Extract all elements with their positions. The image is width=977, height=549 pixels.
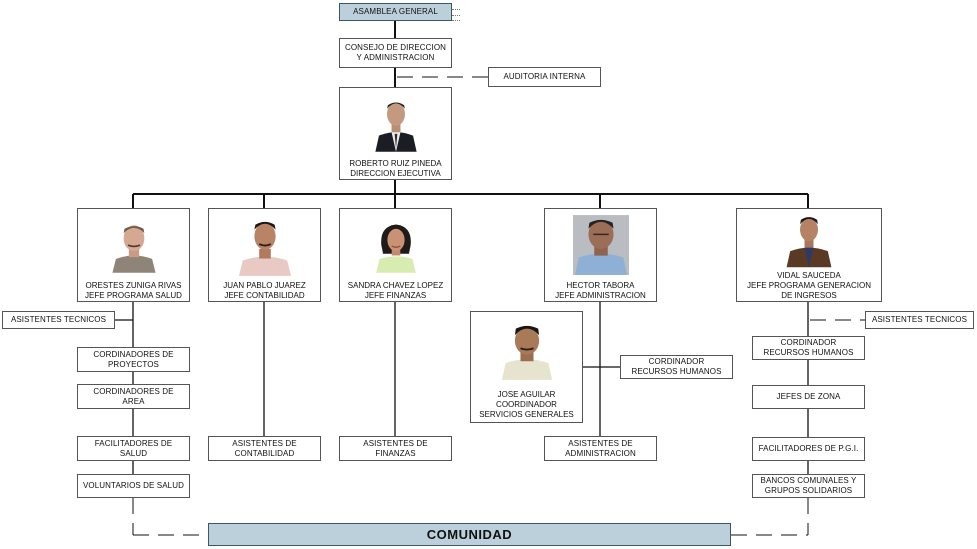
head-card-salud: ORESTES ZUNIGA RIVAS JEFE PROGRAMA SALUD	[77, 208, 190, 302]
dotted-marker	[452, 20, 460, 21]
head-title-contabilidad: JEFE CONTABILIDAD	[224, 291, 305, 300]
coordinador-title: COORDINADOR	[496, 400, 557, 409]
head-photo-salud	[108, 219, 159, 273]
head-name-administracion: HECTOR TABORA	[566, 281, 635, 290]
ingresos-facilitadores-box: FACILITADORES DE P.G.I.	[752, 437, 865, 461]
admin-asistentes-box: ASISTENTES DE ADMINISTRACION	[544, 436, 657, 461]
consejo-line-1: CONSEJO DE DIRECCION	[344, 43, 447, 52]
contabilidad-asistentes-line-2: CONTABILIDAD	[234, 448, 295, 458]
director-photo	[369, 96, 422, 152]
bancos-line-1: BANCOS COMUNALES Y	[760, 476, 857, 485]
salud-facilitadores-line-1: FACILITADORES DE	[94, 438, 173, 448]
admin-asistentes-line-2: ADMINISTRACION	[565, 448, 636, 458]
head-card-administracion: HECTOR TABORA JEFE ADMINISTRACION	[544, 208, 657, 302]
head-photo-finanzas	[370, 219, 421, 273]
salud-area-line-2: AREA	[122, 396, 145, 406]
ingresos-asistentes-box: ASISTENTES TECNICOS	[865, 311, 974, 329]
admin-rrhh-line-2: RECURSOS HUMANOS	[631, 367, 722, 376]
salud-asistentes-box: ASISTENTES TECNICOS	[2, 311, 115, 329]
head-title-salud: JEFE PROGRAMA SALUD	[85, 291, 182, 300]
head-card-ingresos: VIDAL SAUCEDA JEFE PROGRAMA GENERACION D…	[736, 208, 882, 302]
community-box: COMUNIDAD	[208, 523, 731, 546]
asamblea-general-box: ASAMBLEA GENERAL	[339, 3, 452, 21]
director-name: ROBERTO RUIZ PINEDA	[349, 159, 442, 168]
salud-proyectos-box: CORDINADORES DE PROYECTOS	[77, 347, 190, 372]
head-title-finanzas: JEFE FINANZAS	[364, 291, 427, 300]
director-title: DIRECCION EJECUTIVA	[350, 169, 441, 178]
ingresos-asistentes-label: ASISTENTES TECNICOS	[871, 315, 968, 324]
jefes-zona-box: JEFES DE ZONA	[752, 385, 865, 409]
head-title-ingresos: JEFE PROGRAMA GENERACION	[746, 281, 872, 290]
community-label: COMUNIDAD	[426, 526, 513, 542]
bancos-box: BANCOS COMUNALES Y GRUPOS SOLIDARIOS	[752, 474, 865, 498]
salud-area-line-1: CORDINADORES DE	[93, 386, 174, 396]
jefes-zona-label: JEFES DE ZONA	[776, 392, 841, 401]
head-name-salud: ORESTES ZUNIGA RIVAS	[85, 281, 182, 290]
head-photo-ingresos	[783, 211, 835, 268]
salud-voluntarios-box: VOLUNTARIOS DE SALUD	[77, 474, 190, 498]
head-title-administracion: JEFE ADMINISTRACION	[555, 291, 646, 300]
head-photo-administracion	[572, 215, 629, 275]
contabilidad-asistentes-line-1: ASISTENTES DE	[232, 438, 297, 448]
dotted-marker	[452, 15, 460, 16]
ingresos-facilitadores-label: FACILITADORES DE P.G.I.	[758, 444, 859, 453]
coordinador-photo	[499, 322, 554, 380]
bancos-line-2: GRUPOS SOLIDARIOS	[764, 486, 853, 495]
salud-proyectos-line-2: PROYECTOS	[108, 359, 159, 369]
director-card: ROBERTO RUIZ PINEDA DIRECCION EJECUTIVA	[339, 87, 452, 180]
head-name-contabilidad: JUAN PABLO JUAREZ	[223, 281, 306, 290]
head-name-ingresos: VIDAL SAUCEDA	[777, 271, 841, 280]
auditoria-box: AUDITORIA INTERNA	[488, 67, 601, 87]
admin-rrhh-line-1: CORDINADOR	[648, 357, 705, 366]
admin-asistentes-line-1: ASISTENTES DE	[568, 438, 633, 448]
salud-voluntarios-label: VOLUNTARIOS DE SALUD	[83, 481, 184, 490]
dotted-marker	[452, 9, 460, 10]
finanzas-asistentes-line-2: FINANZAS	[375, 448, 416, 458]
finanzas-asistentes-box: ASISTENTES DE FINANZAS	[339, 436, 452, 461]
head-card-finanzas: SANDRA CHAVEZ LOPEZ JEFE FINANZAS	[339, 208, 452, 302]
consejo-box: CONSEJO DE DIRECCION Y ADMINISTRACION	[339, 38, 452, 68]
head-name-finanzas: SANDRA CHAVEZ LOPEZ	[347, 281, 444, 290]
asamblea-general-label: ASAMBLEA GENERAL	[353, 7, 438, 16]
finanzas-asistentes-line-1: ASISTENTES DE	[363, 438, 428, 448]
salud-proyectos-line-1: CORDINADORES DE	[93, 349, 174, 359]
auditoria-label: AUDITORIA INTERNA	[503, 72, 586, 81]
admin-rrhh-box: CORDINADOR RECURSOS HUMANOS	[620, 355, 733, 379]
salud-asistentes-label: ASISTENTES TECNICOS	[10, 315, 107, 324]
head-title2-ingresos: DE INGRESOS	[781, 291, 837, 300]
consejo-line-2: Y ADMINISTRACION	[356, 53, 435, 62]
head-photo-contabilidad	[236, 216, 293, 276]
salud-area-box: CORDINADORES DE AREA	[77, 384, 190, 409]
coordinador-name: JOSE AGUILAR	[497, 390, 556, 399]
salud-facilitadores-line-2: SALUD	[119, 448, 148, 458]
coordinador-title2: SERVICIOS GENERALES	[479, 410, 574, 419]
head-card-contabilidad: JUAN PABLO JUAREZ JEFE CONTABILIDAD	[208, 208, 321, 302]
ingresos-rrhh-box: CORDINADOR RECURSOS HUMANOS	[752, 336, 865, 360]
ingresos-rrhh-line-2: RECURSOS HUMANOS	[763, 348, 854, 357]
contabilidad-asistentes-box: ASISTENTES DE CONTABILIDAD	[208, 436, 321, 461]
coordinador-card: JOSE AGUILAR COORDINADOR SERVICIOS GENER…	[470, 311, 583, 423]
ingresos-rrhh-line-1: CORDINADOR	[780, 338, 837, 347]
salud-facilitadores-box: FACILITADORES DE SALUD	[77, 436, 190, 461]
